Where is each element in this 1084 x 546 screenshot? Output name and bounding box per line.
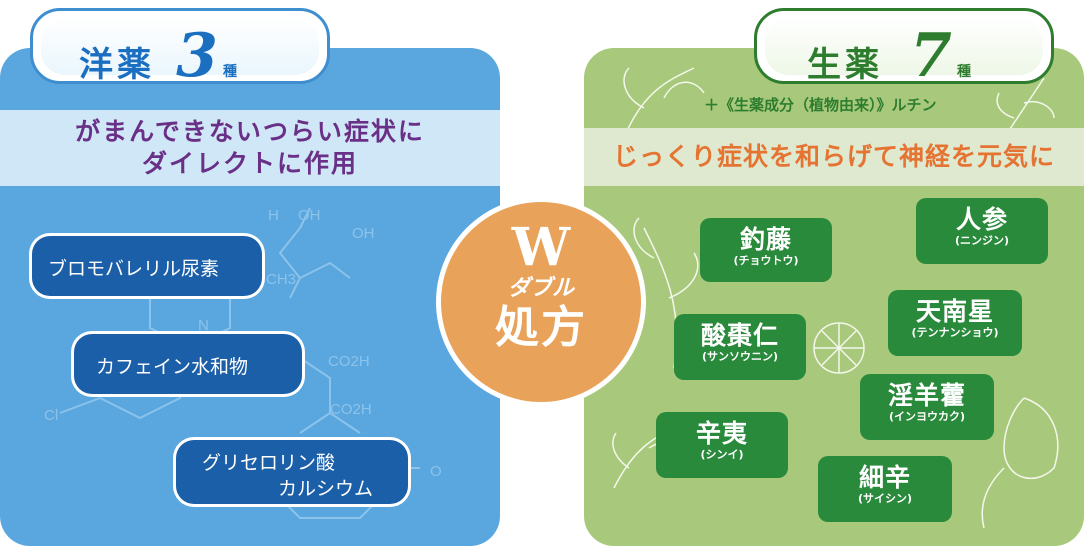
ingredient-label: カフェイン水和物 <box>96 356 249 378</box>
herb-name: 辛夷 <box>695 419 748 448</box>
ingredient-label: ブロモバレリル尿素 <box>48 258 220 280</box>
ingredient-pill-2: カフェイン水和物 <box>74 334 302 394</box>
herb-box-saishin: 細辛 (サイシン) <box>818 456 952 522</box>
structure-label-co2h-2: CO2H <box>330 401 372 418</box>
structure-label-cl: Cl <box>44 407 58 424</box>
chemical-structure-illustration: H OH OH CH3 N CO2H CO2H Cl O NH <box>44 207 442 519</box>
crude-drug-count: 7 <box>910 21 952 91</box>
western-tagline-line-2: ダイレクトに作用 <box>141 149 358 178</box>
structure-label-oh-2: OH <box>352 225 375 242</box>
herb-reading: (テンナンショウ) <box>911 326 999 339</box>
herb-reading: (シンイ) <box>700 448 744 461</box>
herb-box-tennansho: 天南星 (テンナンショウ) <box>888 290 1022 356</box>
herb-reading: (ニンジン) <box>954 234 1010 247</box>
herb-name: 人参 <box>955 205 1008 234</box>
herb-reading: (サンソウニン) <box>701 350 779 363</box>
herb-reading: (チョウトウ) <box>733 254 799 267</box>
structure-label-h: H <box>268 207 279 224</box>
herb-box-sansonin: 酸棗仁 (サンソウニン) <box>674 314 806 380</box>
herb-name: 釣藤 <box>739 225 792 254</box>
herb-box-inyokaku: 淫羊藿 (インヨウカク) <box>860 374 994 440</box>
badge-main: 処方 <box>495 302 587 353</box>
badge-subtitle: ダブル <box>507 276 574 301</box>
herb-reading: (インヨウカク) <box>888 410 966 423</box>
western-tagline-band: がまんできないつらい症状に ダイレクトに作用 <box>0 110 500 186</box>
western-medicine-title-tag: 洋薬 3 種 <box>30 8 330 91</box>
herb-box-ninjin: 人参 (ニンジン) <box>916 198 1048 264</box>
crude-drug-title: 生薬 <box>807 45 883 85</box>
double-prescription-badge: W ダブル 処方 <box>441 202 641 402</box>
crude-drug-unit: 種 <box>956 64 971 80</box>
crude-drug-tagline: じっくり症状を和らげて神経を元気に <box>612 142 1055 171</box>
herb-name: 淫羊藿 <box>887 381 966 410</box>
ingredient-pill-3: グリセロリン酸 カルシウム <box>176 440 408 504</box>
herb-reading: (サイシン) <box>857 492 913 505</box>
ingredient-label-line-2: カルシウム <box>278 478 374 500</box>
structure-label-co2h-1: CO2H <box>328 353 370 370</box>
structure-label-o: O <box>430 463 442 480</box>
structure-label-oh-1: OH <box>298 207 321 224</box>
crude-drug-title-tag: 生薬 7 種 <box>754 8 1054 91</box>
badge-letter: W <box>511 217 571 278</box>
herb-name: 天南星 <box>915 297 994 326</box>
crude-drug-tagline-band: じっくり症状を和らげて神経を元気に <box>584 128 1084 186</box>
rutin-note: ＋《生薬成分（植物由来）》ルチン <box>704 96 937 114</box>
structure-label-n: N <box>198 317 209 334</box>
ingredient-pill-1: ブロモバレリル尿素 <box>32 236 262 296</box>
western-count: 3 <box>176 21 218 91</box>
herb-box-chotoko: 釣藤 (チョウトウ) <box>700 218 832 282</box>
western-tagline-line-1: がまんできないつらい症状に <box>75 117 425 146</box>
western-title: 洋薬 <box>79 45 155 85</box>
herb-box-shini: 辛夷 (シンイ) <box>656 412 788 478</box>
ingredient-label-line-1: グリセロリン酸 <box>202 452 336 474</box>
herb-name: 酸棗仁 <box>700 321 779 350</box>
western-unit: 種 <box>222 64 237 80</box>
herb-name: 細辛 <box>858 463 911 492</box>
structure-label-ch3: CH3 <box>266 271 296 288</box>
